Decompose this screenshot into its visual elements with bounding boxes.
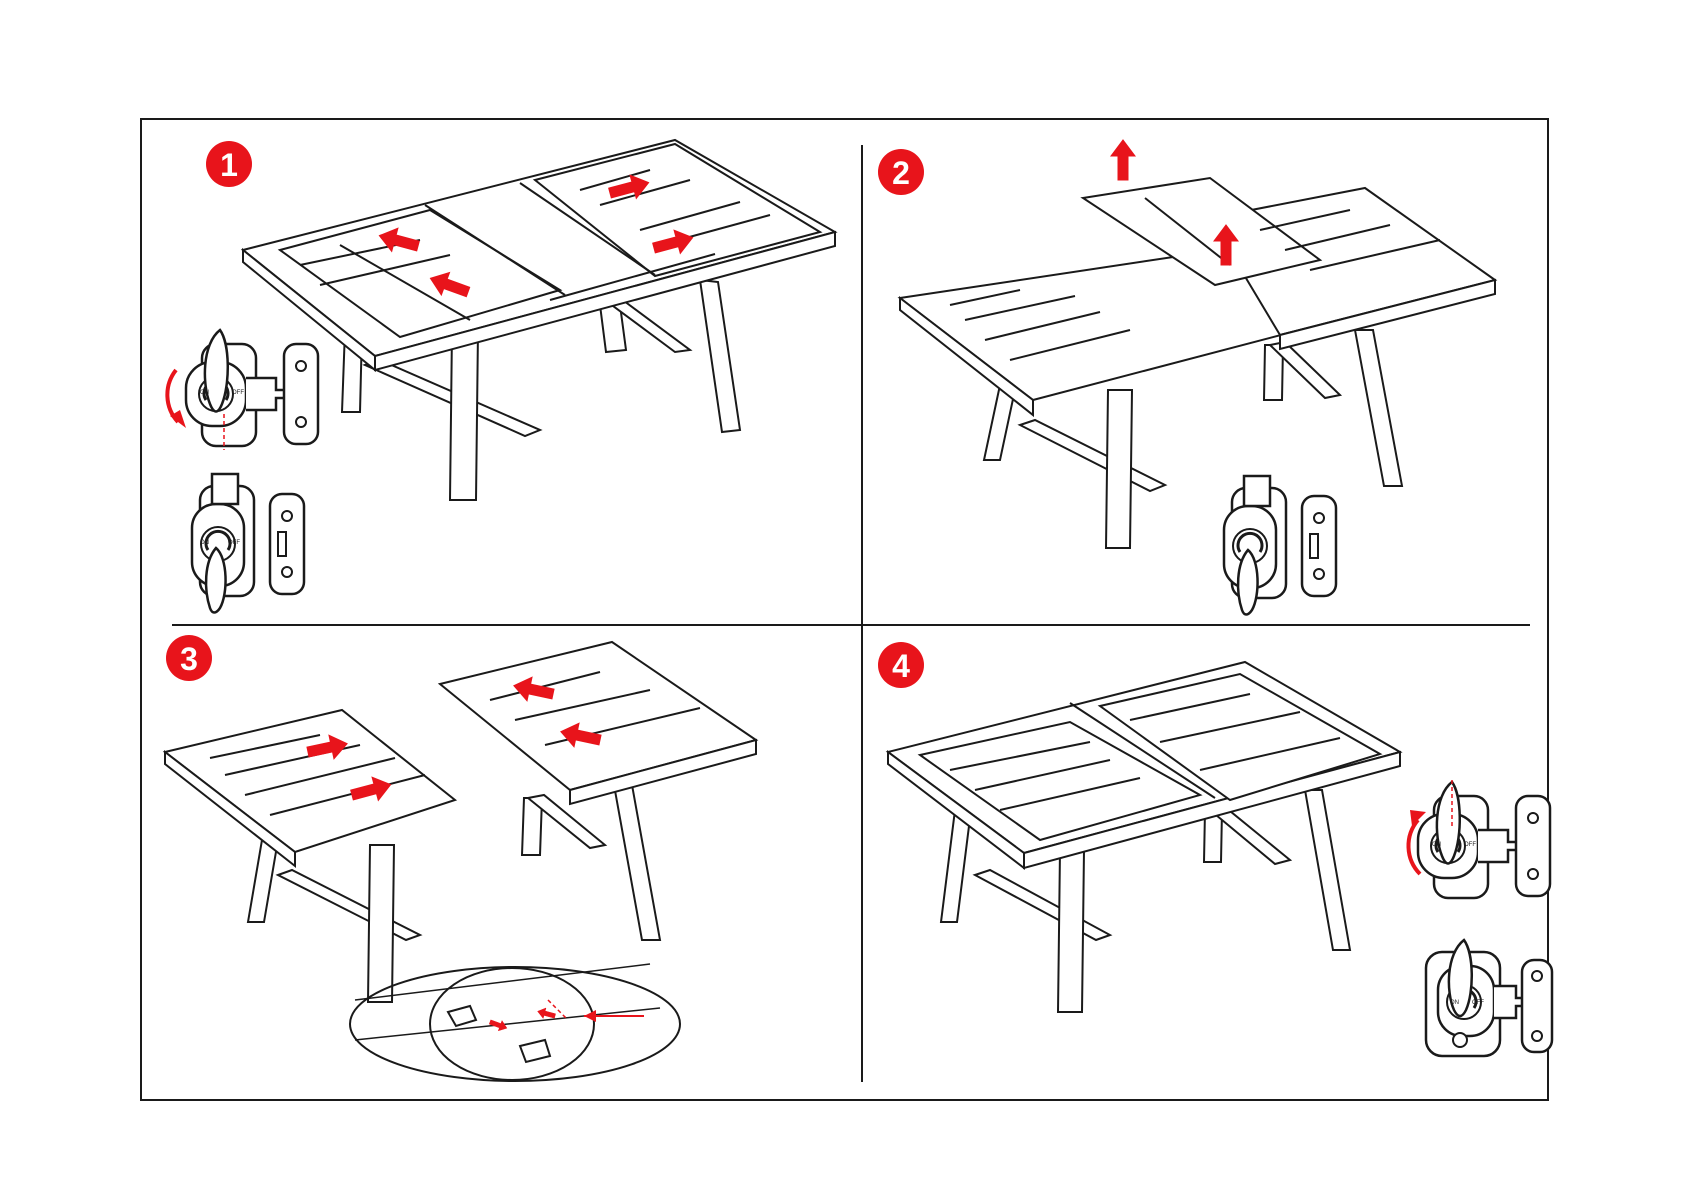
latch-closed-detail-1: ON OFF — [192, 474, 304, 613]
panel-step-2: 2 — [878, 140, 1495, 615]
latch-on-label-4b: ON — [1450, 1000, 1459, 1006]
latch-on-label-4: ON — [1432, 842, 1441, 848]
latch-off-label-1b: OFF — [228, 540, 240, 546]
latch-closed-detail-4: ON OFF — [1426, 940, 1552, 1056]
step-number-2: 2 — [892, 155, 910, 191]
step-badge-2: 2 — [878, 149, 924, 195]
latch-off-label-4b: OFF — [1472, 1000, 1484, 1006]
step-badge-1: 1 — [206, 141, 252, 187]
table-drawing-3 — [165, 642, 756, 1002]
latch-off-label-4: OFF — [1464, 842, 1476, 848]
step-number-1: 1 — [220, 147, 238, 183]
latch-on-label-1: ON — [200, 390, 209, 396]
step-badge-4: 4 — [878, 642, 924, 688]
latch-on-label-1b: ON — [200, 540, 209, 546]
panel-step-4: 4 ON OFF — [878, 642, 1552, 1056]
step-number-4: 4 — [892, 648, 910, 684]
latch-closed-detail-2 — [1224, 476, 1336, 615]
table-drawing-1 — [243, 140, 835, 500]
step-number-3: 3 — [180, 641, 198, 677]
alignment-detail-3 — [350, 964, 680, 1081]
table-drawing-2 — [900, 178, 1495, 548]
panel-step-1: 1 — [167, 140, 835, 613]
panel-step-3: 3 — [165, 635, 756, 1081]
latch-open-detail-4: ON OFF — [1408, 780, 1550, 898]
step-badge-3: 3 — [166, 635, 212, 681]
latch-off-label-1: OFF — [232, 390, 244, 396]
table-drawing-4 — [888, 662, 1400, 1012]
latch-open-detail-1: ON OFF — [167, 330, 318, 450]
